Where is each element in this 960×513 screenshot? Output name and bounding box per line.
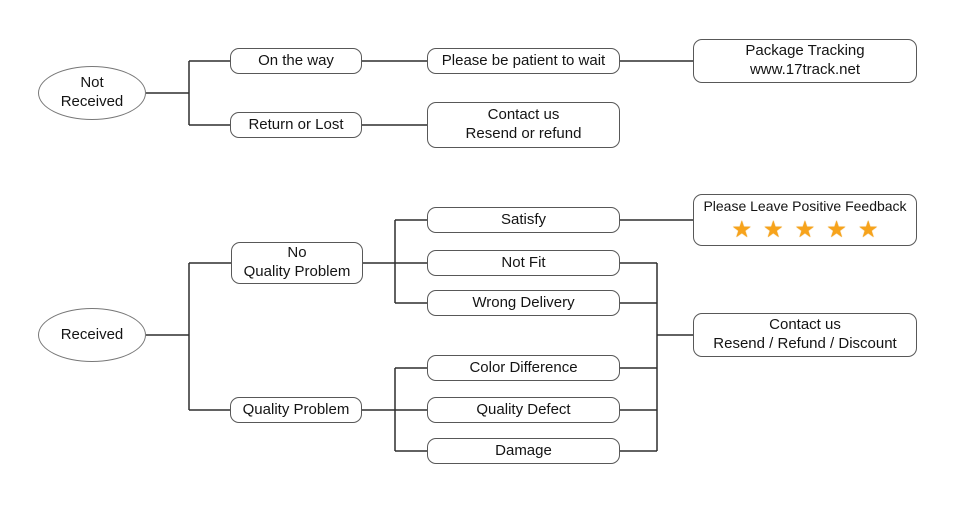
node-label: Resend / Refund / Discount [713,335,897,352]
node-contact-us-resend-refund: Contact us Resend or refund [427,102,620,148]
node-on-the-way: On the way [230,48,362,74]
node-label: No [287,244,307,262]
node-not-received: Not Received [38,66,146,120]
node-label: Return or Lost [248,115,344,133]
node-label: Satisfy [500,210,546,228]
node-label: Received [60,325,124,343]
node-received: Received [38,308,146,362]
node-color-difference: Color Difference [427,355,620,381]
node-wrong-delivery: Wrong Delivery [427,290,620,316]
node-quality-defect: Quality Defect [427,397,620,423]
node-damage: Damage [427,438,620,464]
tracking-url: www.17track.net [749,61,861,78]
not-received-branch [146,60,693,126]
node-no-quality-problem: No Quality Problem [231,242,363,284]
node-label: Please be patient to wait [441,51,606,69]
node-label: On the way [258,51,334,69]
node-label: Contact us [769,316,841,334]
node-please-be-patient: Please be patient to wait [427,48,620,74]
node-label: Quality Problem [243,263,351,280]
node-label: Resend or refund [465,125,582,142]
node-label: Quality Problem [242,400,350,418]
received-branch [146,219,693,452]
node-label: Contact us [487,106,560,124]
node-contact-us-resend-refund-discount: Contact us Resend / Refund / Discount [693,313,917,357]
node-label: Received [60,93,124,110]
node-label: Quality Defect [476,400,571,418]
node-satisfy: Satisfy [427,207,620,233]
node-return-or-lost: Return or Lost [230,112,362,138]
node-label: Damage [495,441,552,459]
node-not-fit: Not Fit [427,250,620,276]
node-label: Not [80,74,104,92]
node-positive-feedback: Please Leave Positive Feedback ★★★★★ [693,194,917,246]
node-label: Package Tracking [745,42,865,60]
node-package-tracking: Package Tracking www.17track.net [693,39,917,83]
node-label: Not Fit [501,253,546,271]
node-label: Please Leave Positive Feedback [703,198,907,215]
node-label: Color Difference [469,358,578,376]
node-label: Wrong Delivery [472,293,575,311]
star-rating-icons: ★★★★★ [731,216,890,243]
node-quality-problem: Quality Problem [230,397,362,423]
